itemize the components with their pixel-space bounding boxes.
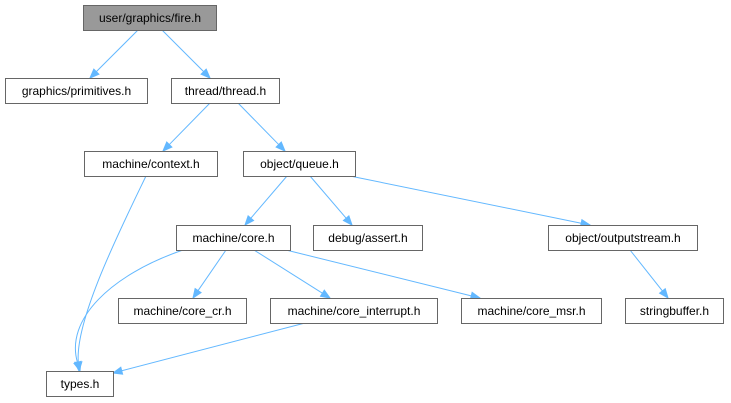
arrowhead xyxy=(89,68,100,79)
arrowhead xyxy=(342,214,353,227)
node-label: graphics/primitives.h xyxy=(22,84,131,98)
edge-thread-h-to-queue-h xyxy=(237,102,286,152)
node-stringbuffer-h[interactable]: stringbuffer.h xyxy=(625,298,724,324)
edge-outputstream-h-to-stringbuffer-h xyxy=(629,249,669,300)
edge-fire-h-to-primitives-h xyxy=(89,29,139,79)
node-queue-h[interactable]: object/queue.h xyxy=(243,151,356,177)
node-label: machine/context.h xyxy=(102,157,199,171)
node-core-cr-h[interactable]: machine/core_cr.h xyxy=(118,298,247,324)
edge-core-interrupt-h-to-types-h xyxy=(111,322,306,375)
edge-thread-h-to-context-h xyxy=(162,102,211,152)
node-label: object/outputstream.h xyxy=(565,231,680,245)
node-core-interrupt-h[interactable]: machine/core_interrupt.h xyxy=(270,298,438,324)
arrowhead xyxy=(244,214,255,227)
node-box xyxy=(5,78,148,104)
arrowhead xyxy=(73,360,82,373)
node-label: machine/core_interrupt.h xyxy=(288,304,421,318)
node-outputstream-h[interactable]: object/outputstream.h xyxy=(548,225,698,251)
node-box xyxy=(461,298,602,324)
node-box xyxy=(46,371,114,397)
node-label: machine/core_msr.h xyxy=(477,304,585,318)
node-primitives-h[interactable]: graphics/primitives.h xyxy=(5,78,148,104)
arrowhead xyxy=(319,289,332,299)
node-label: debug/assert.h xyxy=(328,231,407,245)
node-assert-h[interactable]: debug/assert.h xyxy=(313,225,423,251)
node-box xyxy=(83,5,217,31)
edge-fire-h-to-thread-h xyxy=(161,29,211,79)
node-context-h[interactable]: machine/context.h xyxy=(84,151,218,177)
node-box xyxy=(118,298,247,324)
node-box xyxy=(243,151,356,177)
arrowhead xyxy=(658,287,669,300)
node-label: machine/core.h xyxy=(192,231,274,245)
node-fire-h: user/graphics/fire.h xyxy=(83,5,217,31)
node-box xyxy=(176,225,291,251)
edge-context-h-to-types-h xyxy=(73,175,147,373)
arrowhead xyxy=(162,141,173,152)
node-box xyxy=(270,298,438,324)
node-box xyxy=(84,151,218,177)
edge-core-h-to-types-h xyxy=(73,249,184,373)
node-box xyxy=(548,225,698,251)
node-box xyxy=(625,298,724,324)
edge-core-h-to-core-msr-h xyxy=(285,249,482,300)
edge-queue-h-to-core-h xyxy=(244,175,288,227)
node-box xyxy=(313,225,423,251)
node-box xyxy=(171,78,280,104)
edges-layer xyxy=(73,29,669,375)
node-core-msr-h[interactable]: machine/core_msr.h xyxy=(461,298,602,324)
edge-core-h-to-core-cr-h xyxy=(192,249,227,300)
edge-queue-h-to-outputstream-h xyxy=(349,175,592,228)
node-thread-h[interactable]: thread/thread.h xyxy=(171,78,280,104)
edge-core-h-to-core-interrupt-h xyxy=(253,249,332,299)
nodes-layer: user/graphics/fire.h graphics/primitives.… xyxy=(5,5,724,397)
node-label: user/graphics/fire.h xyxy=(99,11,201,25)
node-types-h[interactable]: types.h xyxy=(46,371,114,397)
arrowhead xyxy=(275,141,286,152)
arrowhead xyxy=(200,68,211,79)
node-label: types.h xyxy=(61,377,100,391)
node-core-h[interactable]: machine/core.h xyxy=(176,225,291,251)
arrowhead xyxy=(111,366,124,375)
node-label: object/queue.h xyxy=(260,157,339,171)
arrowhead xyxy=(192,287,202,300)
node-label: stringbuffer.h xyxy=(640,304,709,318)
node-label: machine/core_cr.h xyxy=(133,304,231,318)
edge-queue-h-to-assert-h xyxy=(309,175,353,227)
node-label: thread/thread.h xyxy=(185,84,266,98)
